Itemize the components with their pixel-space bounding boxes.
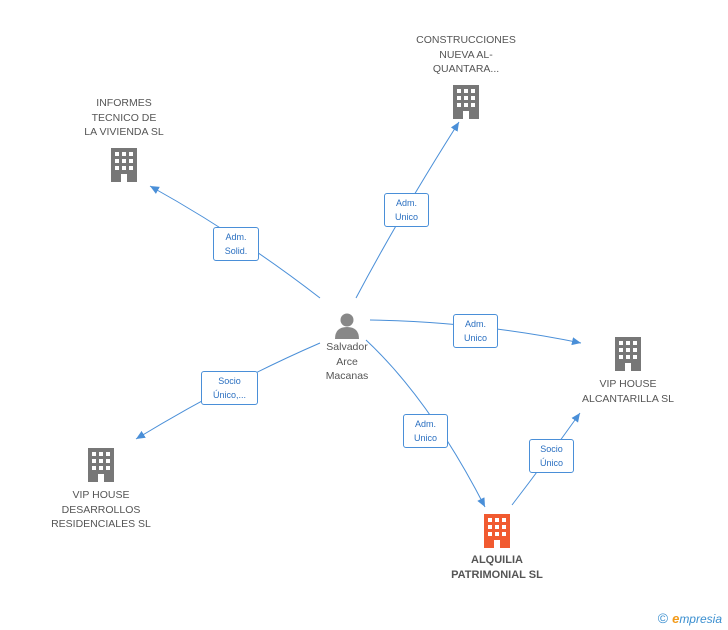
building-icon bbox=[615, 337, 641, 371]
company-name: ALQUILIA PATRIMONIAL SL bbox=[451, 554, 543, 581]
company-vip-alcantarilla[interactable]: VIP HOUSE ALCANTARILLA SL bbox=[567, 335, 689, 406]
copyright-icon: © bbox=[657, 610, 669, 626]
relation-label-alquilia-to-vip[interactable]: Socio Único bbox=[529, 439, 574, 473]
company-name: INFORMES TECNICO DE LA VIVIENDA SL bbox=[84, 97, 164, 138]
building-icon bbox=[453, 84, 479, 119]
building-icon bbox=[484, 514, 510, 548]
relation-label-alquilia[interactable]: Adm. Unico bbox=[403, 414, 448, 448]
person-node[interactable]: Salvador Arce Macanas bbox=[308, 310, 386, 384]
edge-person-to-alquilia bbox=[365, 339, 486, 508]
company-name: VIP HOUSE DESARROLLOS RESIDENCIALES SL bbox=[51, 489, 151, 530]
company-construcciones[interactable]: CONSTRUCCIONES NUEVA AL- QUANTARA... bbox=[405, 33, 527, 121]
relation-label-vip-desarrollos[interactable]: Socio Único,... bbox=[201, 371, 258, 405]
company-name: VIP HOUSE ALCANTARILLA SL bbox=[581, 378, 674, 405]
person-name: Salvador Arce Macanas bbox=[325, 341, 369, 382]
company-vip-desarrollos[interactable]: VIP HOUSE DESARROLLOS RESIDENCIALES SL bbox=[40, 446, 162, 532]
brand-e: e bbox=[672, 611, 680, 626]
relation-label-vip-alcantarilla[interactable]: Adm. Unico bbox=[453, 314, 498, 348]
relation-label-construcciones[interactable]: Adm. Unico bbox=[384, 193, 429, 227]
building-icon bbox=[88, 448, 114, 482]
company-informes[interactable]: INFORMES TECNICO DE LA VIVIENDA SL bbox=[63, 96, 185, 184]
empresia-logo[interactable]: ©empresia bbox=[658, 610, 722, 626]
company-name: CONSTRUCCIONES NUEVA AL- QUANTARA... bbox=[416, 34, 516, 75]
building-icon bbox=[111, 147, 137, 182]
company-alquilia[interactable]: ALQUILIA PATRIMONIAL SL bbox=[436, 512, 558, 582]
brand-text: mpresia bbox=[679, 612, 722, 626]
relation-label-informes[interactable]: Adm. Solid. bbox=[213, 227, 259, 261]
person-icon bbox=[335, 313, 359, 339]
